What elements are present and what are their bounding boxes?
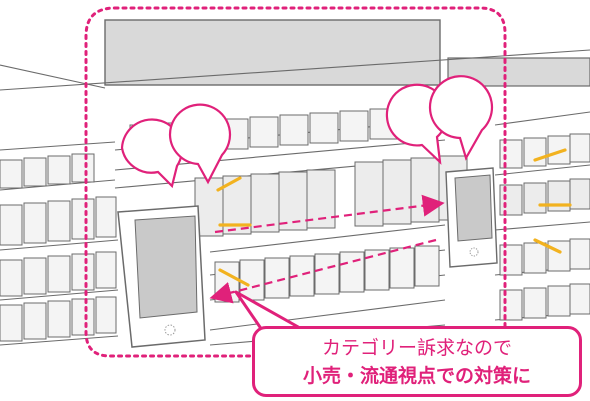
speech-bubble-icon bbox=[120, 103, 232, 189]
speech-bubble-icon bbox=[385, 75, 494, 165]
digital-signage-right bbox=[445, 167, 498, 268]
shelf-price-labels bbox=[216, 148, 572, 287]
callout-line-2: 小売・流通視点での対策に bbox=[302, 364, 531, 387]
callout-pointer bbox=[234, 290, 301, 331]
shelf-header-panel bbox=[104, 19, 590, 87]
callout-box: カテゴリー訴求なので 小売・流通視点での対策に bbox=[252, 326, 582, 397]
category-highlight-frame bbox=[84, 6, 507, 358]
digital-signage-left bbox=[117, 205, 206, 348]
callout-line-1: カテゴリー訴求なので bbox=[321, 336, 512, 359]
product-boxes-left bbox=[0, 153, 117, 342]
direction-arrows bbox=[209, 194, 445, 304]
product-boxes-middle bbox=[194, 155, 590, 237]
product-boxes-lower bbox=[214, 238, 590, 321]
